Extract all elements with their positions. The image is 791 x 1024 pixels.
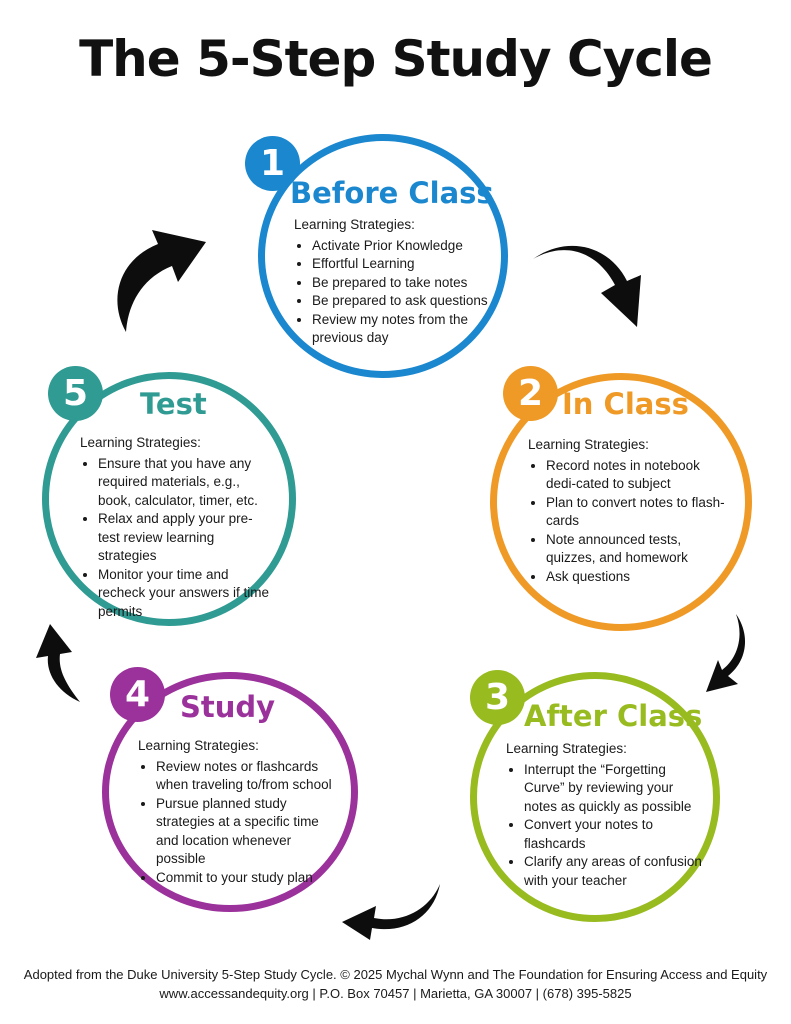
footer-contact: www.accessandequity.org | P.O. Box 70457… (159, 986, 632, 1001)
step-1-number-badge: 1 (245, 136, 300, 191)
arrow-5-to-1-icon (117, 230, 206, 332)
step-3-strategy-item: Convert your notes to flashcards (524, 816, 706, 853)
arrow-1-to-2-icon (533, 245, 641, 327)
step-3-strategy-list: Interrupt the “Forgetting Curve” by revi… (506, 761, 706, 891)
step-1-strategy-item: Activate Prior Knowledge (312, 237, 488, 256)
step-2-circle (490, 373, 752, 631)
step-2-number-badge: 2 (503, 366, 558, 421)
step-4-strategies-label: Learning Strategies: (138, 738, 259, 753)
step-4-circle (102, 672, 358, 912)
step-2-strategy-item: Ask questions (546, 568, 726, 587)
step-4-strategy-item: Commit to your study plan (156, 869, 344, 888)
footer-credit: Adopted from the Duke University 5-Step … (23, 967, 768, 982)
step-1-strategy-list: Activate Prior Knowledge Effortful Learn… (294, 237, 488, 348)
step-4-number-badge: 4 (110, 667, 165, 722)
step-4-title: Study (180, 690, 276, 724)
page-title: The 5-Step Study Cycle (79, 30, 713, 88)
step-1-strategies-label: Learning Strategies: (294, 217, 415, 232)
step-5-content: Learning Strategies: Ensure that you hav… (80, 434, 272, 621)
step-4-content: Learning Strategies: Review notes or fla… (138, 737, 344, 887)
step-5-strategy-item: Relax and apply your pre-test review lea… (98, 510, 272, 566)
step-4-strategy-item: Pursue planned study strategies at a spe… (156, 795, 344, 869)
step-3-content: Learning Strategies: Interrupt the “Forg… (506, 740, 706, 890)
step-5-strategy-item: Monitor your time and recheck your answe… (98, 566, 272, 622)
step-5-strategy-list: Ensure that you have any required materi… (80, 455, 272, 622)
step-4-strategy-item: Review notes or flashcards when travelin… (156, 758, 344, 795)
step-1-circle (258, 134, 508, 378)
step-5-number-badge: 5 (48, 366, 103, 421)
step-2-strategy-item: Plan to convert notes to flash-cards (546, 494, 726, 531)
step-1-strategy-item: Be prepared to take notes (312, 274, 488, 293)
step-1-content: Learning Strategies: Activate Prior Know… (294, 216, 488, 348)
step-5-strategy-item: Ensure that you have any required materi… (98, 455, 272, 511)
step-3-strategy-item: Interrupt the “Forgetting Curve” by revi… (524, 761, 706, 817)
step-4-strategy-list: Review notes or flashcards when travelin… (138, 758, 344, 888)
step-3-strategies-label: Learning Strategies: (506, 741, 627, 756)
step-2-content: Learning Strategies: Record notes in not… (528, 436, 726, 586)
step-1-strategy-item: Effortful Learning (312, 255, 488, 274)
step-2-strategy-list: Record notes in notebook dedi-cated to s… (528, 457, 726, 587)
step-2-strategies-label: Learning Strategies: (528, 437, 649, 452)
step-5-title: Test (140, 387, 207, 421)
step-3-number-badge: 3 (470, 670, 525, 725)
step-2-strategy-item: Note announced tests, quizzes, and homew… (546, 531, 726, 568)
arrow-4-to-5-icon (36, 624, 80, 702)
step-1-title: Before Class (290, 176, 494, 210)
step-3-strategy-item: Clarify any areas of confusion with your… (524, 853, 706, 890)
step-3-title: After Class (524, 699, 703, 733)
arrow-3-to-4-icon (342, 884, 440, 940)
step-1-strategy-item: Be prepared to ask questions (312, 292, 488, 311)
arrow-2-to-3-icon (706, 614, 746, 692)
step-5-strategies-label: Learning Strategies: (80, 435, 201, 450)
step-1-strategy-item: Review my notes from the previous day (312, 311, 488, 348)
step-2-title: In Class (562, 387, 689, 421)
step-2-strategy-item: Record notes in notebook dedi-cated to s… (546, 457, 726, 494)
